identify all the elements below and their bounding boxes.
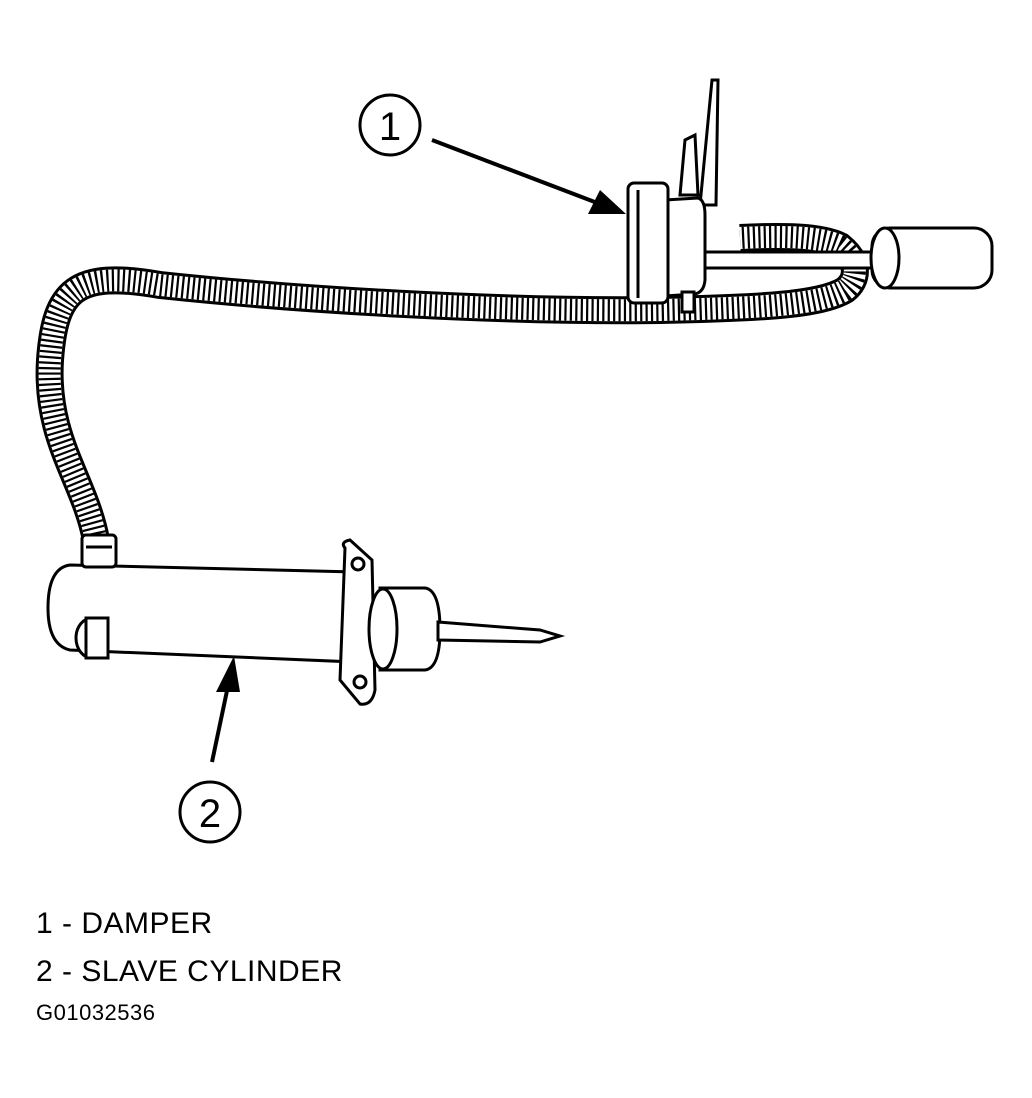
callout-arrow-2 [210,656,240,763]
slave-cylinder [46,533,566,706]
callout-marker-2: 2 [178,780,242,844]
callout-arrow-1 [431,138,626,214]
legend-item-damper: 1 - DAMPER [36,907,213,940]
corrugated-hose [35,222,869,543]
legend-item-slave-cylinder: 2 - SLAVE CYLINDER [36,955,343,988]
damper [626,78,994,314]
legend: 1 - DAMPER 2 - SLAVE CYLINDER [36,900,343,996]
figure-id: G01032536 [36,1000,156,1025]
clutch-hydraulic-diagram: 1 2 [35,78,994,844]
callout-number-2: 2 [199,792,221,836]
callout-number-1: 1 [379,105,401,149]
callout-marker-1: 1 [358,93,422,157]
